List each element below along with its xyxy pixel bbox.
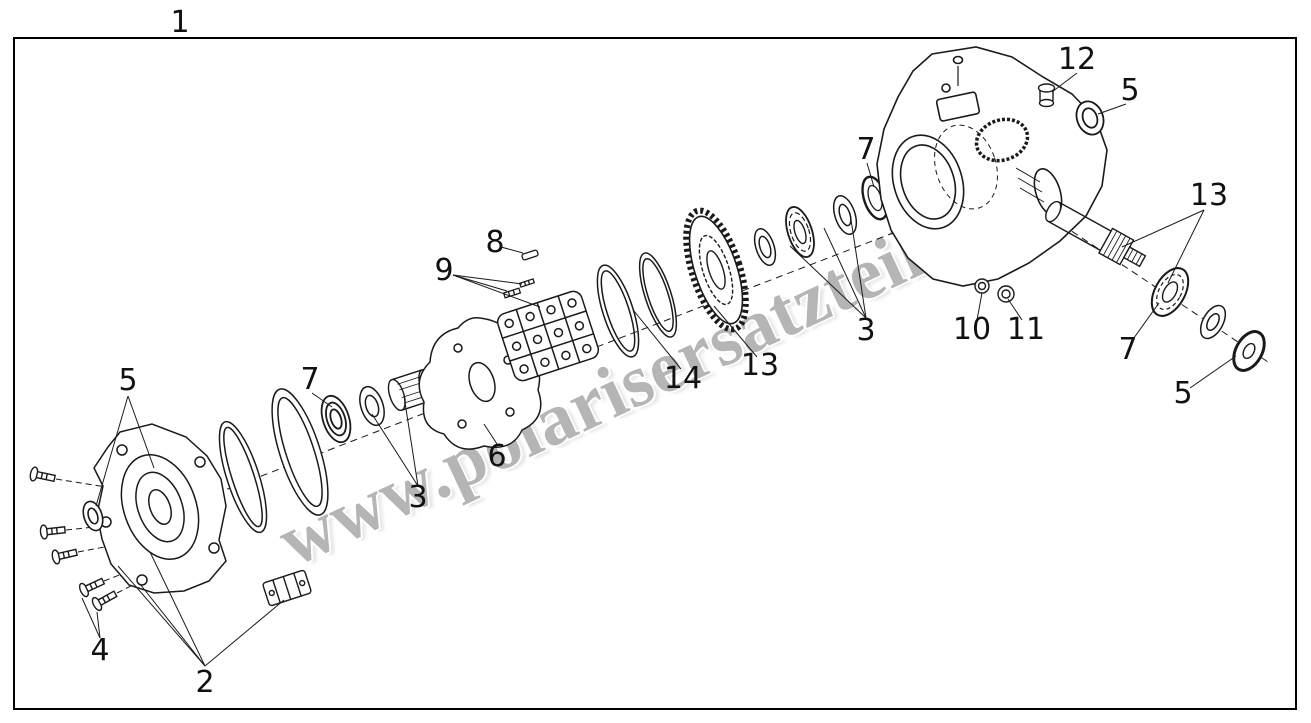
callout-14: 14 bbox=[664, 361, 702, 396]
callout-13-right: 13 bbox=[1190, 178, 1228, 213]
part-drain-plug bbox=[974, 278, 990, 294]
part-bearing-mid bbox=[785, 206, 815, 258]
callout-7-top: 7 bbox=[856, 132, 875, 167]
part-end-cap bbox=[1232, 330, 1266, 372]
part-snap-ring bbox=[638, 252, 678, 338]
callout-11: 11 bbox=[1007, 312, 1045, 347]
callout-4: 4 bbox=[90, 633, 109, 668]
part-roller-cage bbox=[496, 290, 600, 382]
part-o-ring bbox=[218, 420, 268, 534]
part-retainer-clip bbox=[262, 569, 312, 607]
callout-7-left: 7 bbox=[300, 362, 319, 397]
callout-labels: 1 2 3 3 4 5 5 5 6 7 7 7 8 9 10 11 12 13 … bbox=[90, 5, 1228, 700]
part-spacer-right bbox=[753, 227, 777, 267]
callout-13-mid: 13 bbox=[741, 348, 779, 383]
frame-border bbox=[13, 37, 1297, 710]
leader-lines bbox=[81, 72, 1237, 667]
part-gearcase-cover bbox=[93, 423, 227, 594]
callout-10: 10 bbox=[953, 312, 991, 347]
callout-7-right: 7 bbox=[1118, 332, 1137, 367]
part-vent-fitting bbox=[1037, 83, 1056, 108]
part-seal-top-right bbox=[1075, 100, 1105, 136]
callout-3-right: 3 bbox=[856, 313, 875, 348]
part-bearing-left bbox=[320, 394, 352, 444]
callout-12: 12 bbox=[1058, 42, 1096, 77]
part-dowel-pin bbox=[521, 249, 539, 261]
callout-1: 1 bbox=[170, 5, 189, 40]
callout-5-bottom: 5 bbox=[1173, 376, 1192, 411]
part-large-ring bbox=[271, 388, 329, 516]
part-plug-washer bbox=[997, 285, 1015, 303]
part-screws-left bbox=[29, 466, 177, 612]
part-output-housing bbox=[876, 46, 1108, 287]
part-bearing-right bbox=[1150, 267, 1190, 317]
part-seal-left bbox=[82, 500, 104, 532]
callout-9: 9 bbox=[434, 253, 453, 288]
part-washer-mid bbox=[832, 194, 858, 236]
part-retaining-ring bbox=[596, 264, 640, 358]
callout-2: 2 bbox=[195, 665, 214, 700]
callout-5-top: 5 bbox=[1120, 73, 1139, 108]
part-output-shaft bbox=[1045, 200, 1147, 268]
part-washer-right bbox=[1199, 304, 1227, 340]
part-ring-gear bbox=[683, 207, 749, 333]
callout-5-left: 5 bbox=[118, 363, 137, 398]
callout-3-left: 3 bbox=[408, 480, 427, 515]
part-washer-left bbox=[359, 385, 385, 427]
callout-8: 8 bbox=[485, 225, 504, 260]
callout-6: 6 bbox=[487, 439, 506, 474]
